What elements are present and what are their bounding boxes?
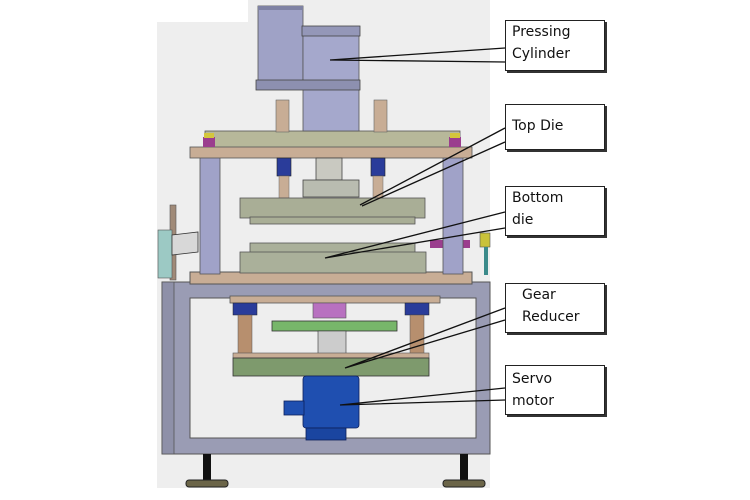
guide-column-left — [199, 149, 221, 275]
leader-servo-motor — [339, 387, 506, 406]
bottom-die — [239, 242, 427, 274]
label-line: Top Die — [512, 118, 564, 134]
label-pressing-cylinder: Pressing Cylinder — [505, 20, 605, 71]
leader-top-die — [359, 127, 506, 207]
label-top-die: Top Die — [505, 104, 605, 150]
label-servo-motor: Servo motor — [505, 365, 605, 415]
label-bottom-die: Bottom die — [505, 186, 605, 236]
label-line: Cylinder — [512, 46, 570, 62]
label-line: Reducer — [522, 309, 580, 325]
pressing-cylinder — [255, 5, 361, 132]
leveling-foot-right — [442, 454, 486, 488]
servo-motor — [283, 375, 360, 441]
top-die — [239, 197, 426, 225]
label-line: Pressing — [512, 24, 571, 40]
leveling-foot-left — [185, 454, 229, 488]
left-side-mechanism — [157, 204, 199, 281]
gear-spring — [317, 330, 347, 356]
leader-lines — [324, 47, 506, 406]
middle-plate — [189, 271, 473, 285]
lower-post-left — [237, 314, 253, 356]
gear-reducer-housing — [312, 302, 347, 319]
leader-bottom-die — [324, 211, 506, 259]
lower-bushing-right — [404, 302, 430, 316]
punch-head — [302, 157, 360, 198]
lower-post-right — [409, 314, 425, 356]
top-bushings — [276, 157, 386, 199]
label-line: Gear — [522, 287, 556, 303]
lower-base — [232, 357, 430, 377]
top-plate — [189, 130, 473, 159]
gear-plate — [271, 320, 398, 332]
guide-post-top-right — [373, 99, 388, 133]
lower-plate — [229, 295, 441, 304]
lower-base-plate — [232, 352, 430, 359]
leader-pressing-cylinder — [329, 47, 506, 63]
label-line: die — [512, 212, 534, 228]
leader-gear-reducer — [344, 307, 506, 369]
label-line: Servo motor — [512, 371, 555, 409]
label-gear-reducer: Gear Reducer — [505, 283, 605, 333]
lower-bushing-left — [232, 302, 258, 316]
guide-post-top-left — [275, 99, 290, 133]
label-line: Bottom — [512, 190, 564, 206]
